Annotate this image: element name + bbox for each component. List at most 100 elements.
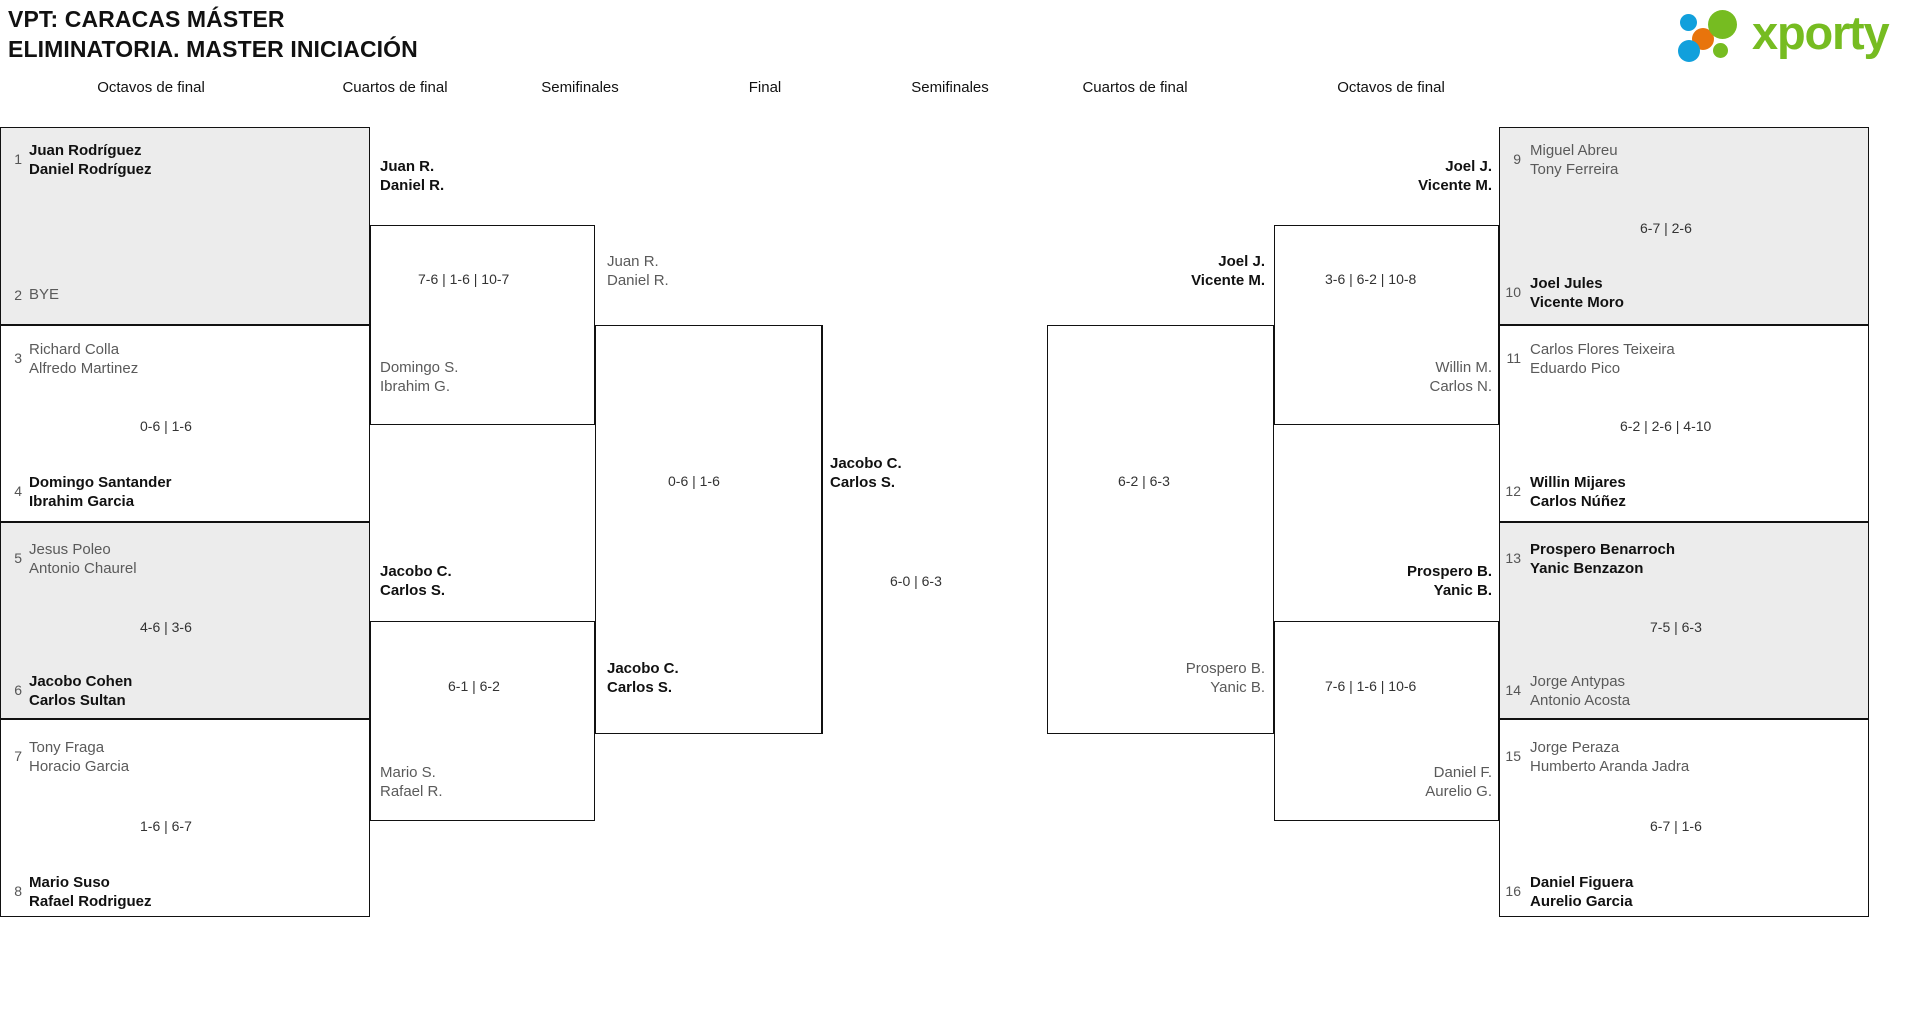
seed-number: 6 [14, 682, 22, 698]
r16-team-right-10[interactable]: Joel Jules Vicente Moro [1530, 274, 1624, 312]
sf-team-right-2[interactable]: Prospero B. Yanic B. [1040, 659, 1265, 697]
round-header-final: Final [748, 79, 782, 96]
player-name: Carlos Flores Teixeira [1530, 341, 1675, 358]
r16-box-left-2[interactable] [0, 325, 370, 523]
seed-number: 15 [1505, 748, 1521, 764]
player-name: Miguel Abreu [1530, 142, 1618, 159]
qf-team-left-4[interactable]: Mario S. Rafael R. [380, 763, 443, 801]
r16-team-left-2[interactable]: BYE [29, 285, 59, 304]
player-name: Ibrahim Garcia [29, 493, 135, 510]
r16-shade-left-3 [1, 522, 369, 718]
player-name: Daniel R. [380, 177, 445, 194]
player-name: Horacio Garcia [29, 758, 130, 775]
seed-number: 7 [14, 748, 22, 764]
sf-team-right-1[interactable]: Joel J. Vicente M. [1040, 252, 1265, 290]
r16-score-left-3: 4-6 | 3-6 [140, 619, 192, 635]
qf-team-left-1[interactable]: Juan R. Daniel R. [380, 157, 444, 195]
player-name: Vicente Moro [1530, 294, 1624, 311]
qf-team-right-1[interactable]: Joel J. Vicente M. [1270, 157, 1492, 195]
sf-box-left[interactable] [595, 325, 822, 734]
r16-team-right-12[interactable]: Willin Mijares Carlos Núñez [1530, 473, 1626, 511]
r16-team-right-13[interactable]: Prospero Benarroch Yanic Benzazon [1530, 540, 1675, 578]
r16-box-left-1[interactable] [0, 127, 370, 325]
player-name: Domingo Santander [29, 474, 172, 491]
sf-score-left: 0-6 | 1-6 [668, 473, 720, 489]
player-name: Aurelio Garcia [1530, 893, 1633, 910]
player-name: Humberto Aranda Jadra [1530, 758, 1690, 775]
r16-box-right-1[interactable] [1499, 127, 1869, 325]
r16-team-right-16[interactable]: Daniel Figuera Aurelio Garcia [1530, 873, 1633, 911]
r16-team-right-9[interactable]: Miguel Abreu Tony Ferreira [1530, 141, 1618, 179]
qf-score-right-1: 3-6 | 6-2 | 10-8 [1325, 271, 1417, 287]
seed-number: 11 [1506, 350, 1521, 366]
round-header-right-r16: Octavos de final [1337, 79, 1445, 96]
r16-team-left-5[interactable]: Jesus Poleo Antonio Chaurel [29, 540, 137, 578]
player-name: Willin Mijares [1530, 474, 1626, 491]
sf-team-left-2[interactable]: Jacobo C. Carlos S. [607, 659, 679, 697]
r16-box-left-3[interactable] [0, 521, 370, 719]
player-name: Carlos Núñez [1530, 493, 1626, 510]
qf-box-left-2[interactable] [370, 621, 595, 821]
r16-score-right-4: 6-7 | 1-6 [1650, 818, 1702, 834]
seed-number: 13 [1505, 550, 1521, 566]
qf-team-right-3[interactable]: Prospero B. Yanic B. [1270, 562, 1492, 600]
qf-score-right-2: 7-6 | 1-6 | 10-6 [1325, 678, 1417, 694]
player-name: Yanic B. [1433, 582, 1492, 599]
r16-shade-left-1 [1, 128, 369, 324]
r16-score-right-1: 6-7 | 2-6 [1640, 220, 1692, 236]
r16-team-left-4[interactable]: Domingo Santander Ibrahim Garcia [29, 473, 172, 511]
player-name: Antonio Chaurel [29, 560, 137, 577]
player-name: Joel J. [1218, 253, 1265, 270]
r16-team-left-6[interactable]: Jacobo Cohen Carlos Sultan [29, 672, 132, 710]
player-name: Jacobo C. [830, 455, 902, 472]
round-header-right-sf: Semifinales [911, 79, 989, 96]
seed-number: 16 [1505, 883, 1521, 899]
player-name: Carlos Sultan [29, 692, 126, 709]
r16-box-left-4[interactable] [0, 719, 370, 917]
player-name: Rafael Rodriguez [29, 893, 152, 910]
player-name: Vicente M. [1418, 177, 1492, 194]
qf-score-left-1: 7-6 | 1-6 | 10-7 [418, 271, 510, 287]
r16-box-right-4[interactable] [1499, 719, 1869, 917]
qf-box-right-2[interactable] [1274, 621, 1499, 821]
r16-team-right-11[interactable]: Carlos Flores Teixeira Eduardo Pico [1530, 340, 1675, 378]
page-title: VPT: CARACAS MÁSTER ELIMINATORIA. MASTER… [8, 4, 418, 64]
player-name: Daniel Rodríguez [29, 161, 152, 178]
seed-number: 9 [1513, 151, 1521, 167]
r16-team-right-14[interactable]: Jorge Antypas Antonio Acosta [1530, 672, 1630, 710]
r16-team-left-8[interactable]: Mario Suso Rafael Rodriguez [29, 873, 152, 911]
r16-team-left-7[interactable]: Tony Fraga Horacio Garcia [29, 738, 129, 776]
r16-team-left-1[interactable]: Juan Rodríguez Daniel Rodríguez [29, 141, 152, 179]
logo-wordmark: xporty [1752, 6, 1890, 59]
sf-team-left-1[interactable]: Juan R. Daniel R. [607, 252, 669, 290]
player-name: Richard Colla [29, 341, 120, 358]
r16-team-right-15[interactable]: Jorge Peraza Humberto Aranda Jadra [1530, 738, 1689, 776]
qf-team-right-2[interactable]: Willin M. Carlos N. [1270, 358, 1492, 396]
r16-score-left-4: 1-6 | 6-7 [140, 818, 192, 834]
qf-box-left-1[interactable] [370, 225, 595, 425]
sf-box-right[interactable] [1047, 325, 1274, 734]
r16-team-left-3[interactable]: Richard Colla Alfredo Martinez [29, 340, 138, 378]
r16-score-right-3: 7-5 | 6-3 [1650, 619, 1702, 635]
qf-team-left-2[interactable]: Domingo S. Ibrahim G. [380, 358, 458, 396]
seed-number: 10 [1505, 284, 1521, 300]
qf-team-left-3[interactable]: Jacobo C. Carlos S. [380, 562, 452, 600]
player-name: Carlos S. [830, 474, 896, 491]
r16-box-right-3[interactable] [1499, 521, 1869, 719]
player-name: Yanic B. [1210, 679, 1265, 696]
player-name: Aurelio G. [1425, 783, 1492, 800]
player-name: Carlos S. [380, 582, 446, 599]
player-name: Tony Ferreira [1530, 161, 1619, 178]
player-name: Jacobo C. [380, 563, 452, 580]
player-name: Juan R. [607, 253, 659, 270]
final-champion[interactable]: Jacobo C. Carlos S. [830, 454, 902, 492]
qf-team-right-4[interactable]: Daniel F. Aurelio G. [1270, 763, 1492, 801]
round-header-left-sf: Semifinales [541, 79, 619, 96]
player-name: Domingo S. [380, 359, 459, 376]
player-name: Prospero Benarroch [1530, 541, 1676, 558]
r16-shade-right-3 [1500, 522, 1868, 718]
player-name: Joel J. [1445, 158, 1492, 175]
qf-box-right-1[interactable] [1274, 225, 1499, 425]
r16-shade-right-1 [1500, 128, 1868, 324]
r16-box-right-2[interactable] [1499, 325, 1869, 523]
